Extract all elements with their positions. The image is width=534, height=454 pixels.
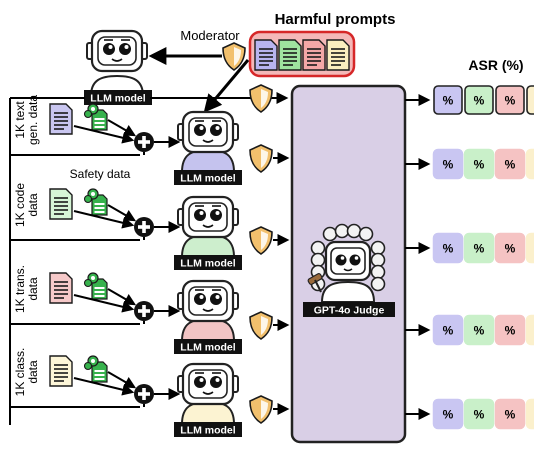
moderator-shield-icon <box>249 395 273 424</box>
llm-model-label: LLM model <box>90 93 145 105</box>
asr-cell: % <box>494 232 526 264</box>
combine-plus-icon <box>134 384 154 404</box>
asr-cell: % <box>494 314 526 346</box>
dataset-label: 1K class.data <box>13 348 40 397</box>
asr-cell-text: % <box>505 158 516 172</box>
asr-cell-text: % <box>474 408 485 422</box>
asr-cell: % <box>463 398 495 430</box>
asr-cell: % <box>432 148 464 180</box>
harmful-doc-yellow-icon <box>326 39 350 71</box>
llm-model-label: LLM model <box>180 173 235 185</box>
llm-model-label-box <box>84 90 152 105</box>
safety-data-icon <box>83 355 108 383</box>
asr-cell-text: % <box>443 408 454 422</box>
harmful-doc-red-icon <box>302 39 326 71</box>
llm-model-robot: LLM model <box>174 362 242 437</box>
llm-model-robot: LLM model <box>174 195 242 270</box>
judge-robot <box>307 223 386 303</box>
asr-cell-text: % <box>474 94 485 108</box>
judge-label: GPT-4o Judge <box>314 305 385 317</box>
asr-cell: % <box>494 398 526 430</box>
llm-model-label: LLM model <box>180 342 235 354</box>
harmful-doc-green-icon <box>278 39 302 71</box>
asr-row: %%% <box>432 398 534 430</box>
asr-cell: % <box>433 85 463 115</box>
data-document-icon <box>49 272 73 304</box>
asr-cell-text: % <box>474 242 485 256</box>
asr-cell <box>525 314 534 346</box>
data-document-icon <box>49 103 73 135</box>
asr-cell: % <box>432 232 464 264</box>
robot-top: LLM model <box>84 29 152 105</box>
asr-cell: % <box>463 148 495 180</box>
asr-row: %%% <box>432 232 534 264</box>
safety-data-icon <box>83 103 108 131</box>
asr-cell-text: % <box>474 324 485 338</box>
asr-cell-text: % <box>443 94 454 108</box>
asr-cell <box>526 85 534 115</box>
dataset-label: 1K trans.data <box>13 265 40 313</box>
llm-model-label-box <box>174 170 242 185</box>
asr-cell-text: % <box>474 158 485 172</box>
llm-model-label-box <box>174 339 242 354</box>
asr-cell-text: % <box>505 94 516 108</box>
data-document-icon <box>49 355 73 387</box>
harmful-prompts-title: Harmful prompts <box>275 11 396 28</box>
asr-cell: % <box>494 148 526 180</box>
asr-cell: % <box>495 85 525 115</box>
combine-plus-icon <box>134 132 154 152</box>
asr-cell <box>525 232 534 264</box>
dataset-label: 1K textgen. data <box>13 95 40 145</box>
asr-cell: % <box>432 314 464 346</box>
asr-row: %%% <box>432 314 534 346</box>
asr-cell <box>525 148 534 180</box>
asr-cell: % <box>463 314 495 346</box>
asr-cell-text: % <box>443 324 454 338</box>
llm-model-label: LLM model <box>180 425 235 437</box>
safety-data-icon <box>83 188 108 216</box>
data-document-icon <box>49 188 73 220</box>
moderator-robot-head <box>86 29 148 73</box>
asr-cell: % <box>432 398 464 430</box>
dataset-label: 1K codedata <box>13 183 40 227</box>
asr-cell: % <box>463 232 495 264</box>
asr-cell-text: % <box>443 158 454 172</box>
llm-model-label-box <box>174 422 242 437</box>
moderator-label: Moderator <box>180 28 240 43</box>
moderator-shield-icon <box>249 84 273 113</box>
asr-cell-text: % <box>505 408 516 422</box>
asr-row: %%% <box>433 85 534 115</box>
combine-plus-icon <box>134 217 154 237</box>
combine-plus-icon <box>134 301 154 321</box>
llm-model-robot: LLM model <box>174 110 242 185</box>
harmful-doc-blue-icon <box>254 39 278 71</box>
moderator-shield-icon <box>249 311 273 340</box>
safety-data-icon <box>83 272 108 300</box>
asr-title: ASR (%) <box>468 57 523 73</box>
asr-cell-text: % <box>443 242 454 256</box>
asr-cell <box>525 398 534 430</box>
asr-cell-text: % <box>505 324 516 338</box>
moderator-shield-icon <box>249 144 273 173</box>
judge-label-box <box>303 302 395 317</box>
llm-model-robot: LLM model <box>174 279 242 354</box>
safety-data-label: Safety data <box>70 167 131 181</box>
llm-model-label-box <box>174 255 242 270</box>
asr-cell: % <box>464 85 494 115</box>
asr-row: %%% <box>432 148 534 180</box>
llm-model-label: LLM model <box>180 258 235 270</box>
moderator-shield-icon <box>249 226 273 255</box>
asr-cell-text: % <box>505 242 516 256</box>
